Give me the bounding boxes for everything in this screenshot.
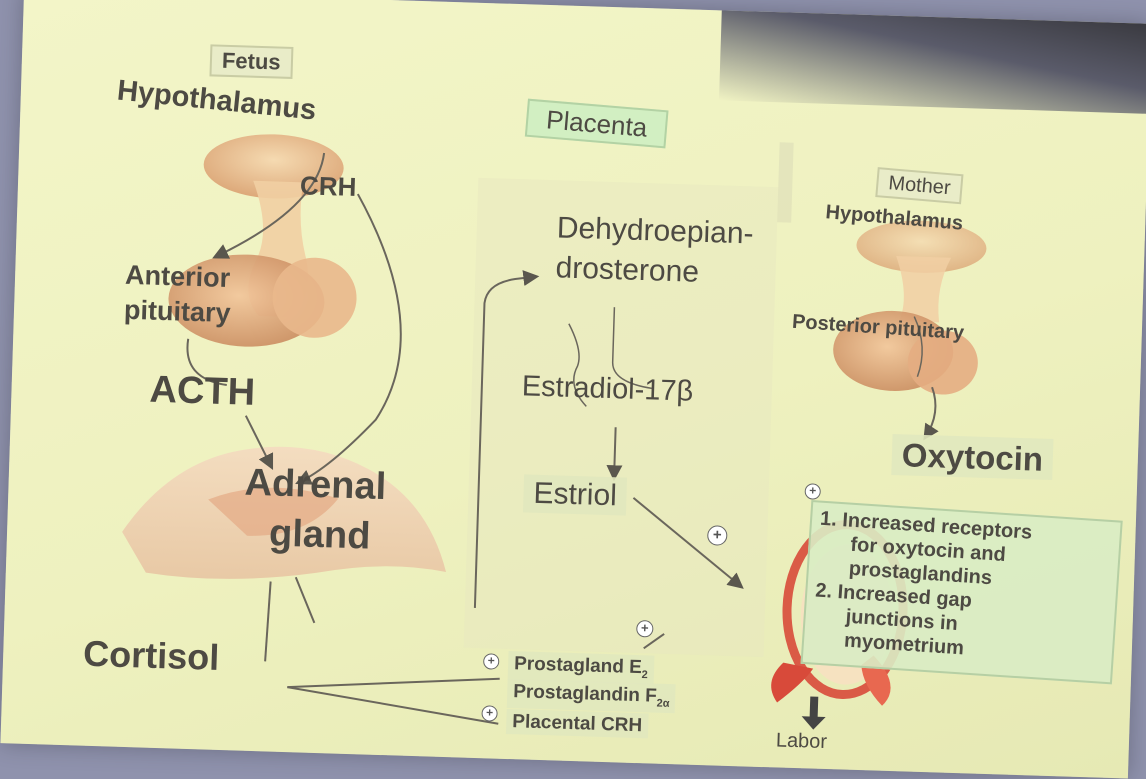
dhea-label-1: Dehydroepian- [556,213,754,249]
uterine-effects-box: 1. Increased receptors for oxytocin and … [801,500,1123,684]
dhea-label-2: drosterone [555,253,699,287]
prostaglandin-f2a-label: Prostaglandin F2α [507,679,676,713]
pge2-text: Prostagland E [514,653,642,678]
pge2-subscript: 2 [641,669,647,681]
labor-label: Labor [776,730,828,752]
fetus-header: Fetus [209,44,293,79]
pgf2a-subscript: 2α [656,697,669,709]
labor-arrow [801,696,826,730]
maternal-hypothalamus-drawing [854,219,987,324]
adrenal-label-1: Adrenal [244,464,387,506]
anterior-pituitary-label-2: pituitary [124,297,231,327]
column-divider [777,142,794,222]
estriol-label: Estriol [523,474,628,515]
estradiol-label: Estradiol-17β [521,372,693,406]
anterior-pituitary-label-1: Anterior [125,262,231,292]
placental-crh-label: Placental CRH [506,709,649,738]
effect-2-line-c: myometrium [844,631,965,659]
acth-label: ACTH [149,371,256,412]
adrenal-label-2: gland [269,514,371,555]
cortisol-label: Cortisol [83,636,220,676]
pgf2a-text: Prostaglandin F [513,681,657,706]
fetal-crh-label: CRH [300,172,357,200]
oxytocin-label: Oxytocin [891,434,1053,480]
